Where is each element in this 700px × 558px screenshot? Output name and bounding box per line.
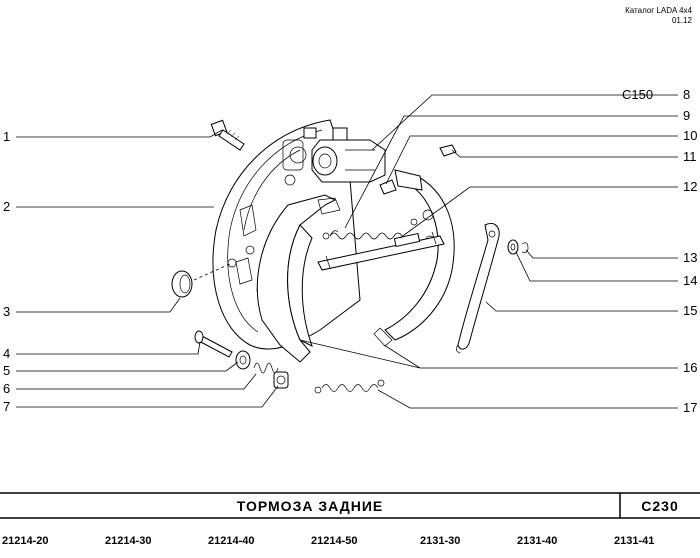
callout-14: 14 bbox=[683, 273, 697, 288]
catalog-name: Каталог LADA 4x4 bbox=[625, 6, 692, 15]
callout-17: 17 bbox=[683, 400, 697, 415]
callout-7: 7 bbox=[3, 399, 10, 414]
callout-1: 1 bbox=[3, 129, 10, 144]
parking-brake-lever bbox=[456, 223, 500, 354]
washer-clip bbox=[507, 239, 529, 255]
model-code: 2131-40 bbox=[517, 535, 557, 547]
page-code: C230 bbox=[641, 498, 678, 514]
wheel-bolt bbox=[210, 119, 245, 151]
catalog-date: 01.12 bbox=[671, 16, 692, 25]
model-code: 21214-30 bbox=[105, 535, 152, 547]
callout-9: 9 bbox=[683, 108, 690, 123]
callout-6: 6 bbox=[3, 381, 10, 396]
model-code: 21214-20 bbox=[2, 535, 49, 547]
callout-10: 10 bbox=[683, 128, 697, 143]
callout-2: 2 bbox=[3, 199, 10, 214]
model-code: 2131-41 bbox=[614, 535, 654, 547]
hold-down-cup-a bbox=[235, 350, 251, 370]
wheel-cylinder bbox=[303, 127, 386, 183]
callout-15: 15 bbox=[683, 303, 697, 318]
callout-13: 13 bbox=[683, 250, 697, 265]
callout-3: 3 bbox=[3, 304, 10, 319]
callout-8: 8 bbox=[683, 87, 690, 102]
callout-5: 5 bbox=[3, 363, 10, 378]
section-title: ТОРМОЗА ЗАДНИЕ bbox=[237, 498, 383, 514]
hold-down-spring bbox=[253, 362, 279, 374]
leader-lines bbox=[16, 94, 678, 409]
right-brake-shoe bbox=[373, 169, 455, 347]
model-code: 2131-30 bbox=[420, 535, 460, 547]
callout-11: 11 bbox=[683, 149, 697, 164]
callout-8-ref: C150 bbox=[622, 87, 653, 102]
callout-16: 16 bbox=[683, 360, 697, 375]
callout-12: 12 bbox=[683, 179, 697, 194]
spacer-bar bbox=[317, 231, 445, 271]
upper-spring bbox=[322, 218, 418, 240]
title-block: ТОРМОЗА ЗАДНИЕ C230 bbox=[0, 492, 700, 519]
model-code: 21214-40 bbox=[208, 535, 255, 547]
left-brake-shoe bbox=[256, 194, 341, 363]
lower-spring bbox=[314, 379, 385, 394]
model-list: 21214-20 21214-30 21214-40 21214-50 2131… bbox=[2, 535, 654, 547]
plug bbox=[171, 262, 233, 298]
upper-small-parts bbox=[379, 144, 457, 195]
hold-down-cup-b bbox=[273, 371, 289, 389]
callout-4: 4 bbox=[3, 346, 10, 361]
hold-down-pin bbox=[194, 330, 233, 358]
model-code: 21214-50 bbox=[311, 535, 358, 547]
